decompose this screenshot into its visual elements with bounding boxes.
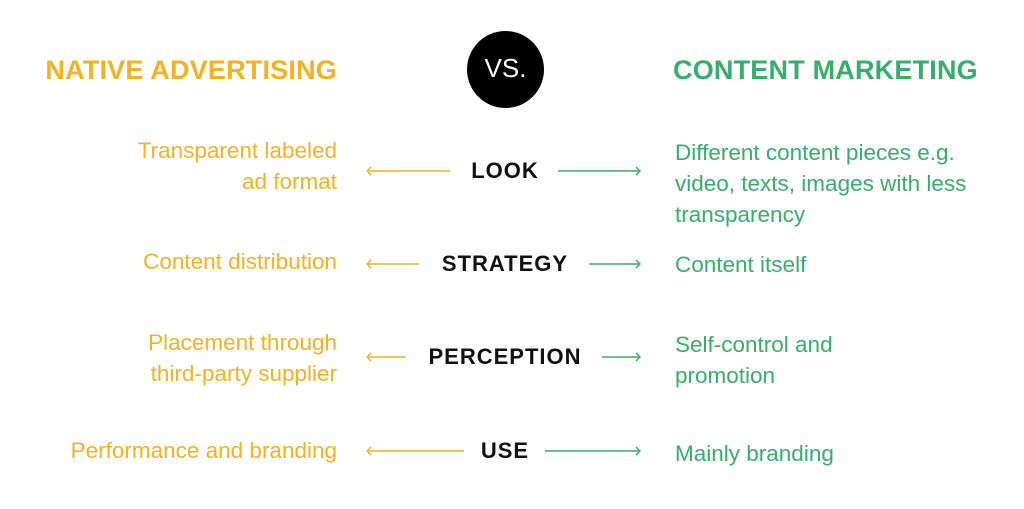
label-use: USE [480,438,530,463]
right-arrow-icon [545,446,641,456]
native-perception-text: Placement through third-party supplier [148,327,337,389]
text-line: Placement through [148,330,337,355]
vs-label: VS. [484,53,527,83]
text-line: Mainly branding [675,441,834,466]
content-look-text: Different content pieces e.g. video, tex… [675,137,966,230]
text-line: transparency [675,202,806,227]
text-line: promotion [675,363,776,388]
text-line: Self-control and [675,332,833,357]
vs-badge: VS. [467,31,544,108]
text-line: ad format [241,169,337,194]
right-arrow-icon [558,166,641,176]
native-use-text: Performance and branding [71,435,337,466]
content-perception-text: Self-control and promotion [675,329,833,391]
right-arrow-icon [602,352,641,362]
label-perception: PERCEPTION [428,344,582,369]
native-strategy-text: Content distribution [143,246,337,277]
text-line: Different content pieces e.g. [675,140,955,165]
text-line: Content itself [675,252,807,277]
left-arrow-icon [366,259,419,269]
text-line: third-party supplier [150,361,337,386]
left-arrow-icon [366,446,464,456]
label-look: LOOK [471,158,539,183]
content-use-text: Mainly branding [675,438,834,469]
left-arrow-icon [366,166,450,176]
text-line: Content distribution [143,249,337,274]
content-strategy-text: Content itself [675,249,806,280]
native-look-text: Transparent labeled ad format [138,135,337,197]
text-line: Performance and branding [70,438,337,463]
content-marketing-title: CONTENT MARKETING [673,55,978,85]
text-line: video, texts, images with less [675,171,967,196]
text-line: Transparent labeled [137,138,337,163]
label-strategy: STRATEGY [441,251,569,276]
right-arrow-icon [589,259,641,269]
native-advertising-title: NATIVE ADVERTISING [45,55,337,85]
left-arrow-icon [366,352,406,362]
